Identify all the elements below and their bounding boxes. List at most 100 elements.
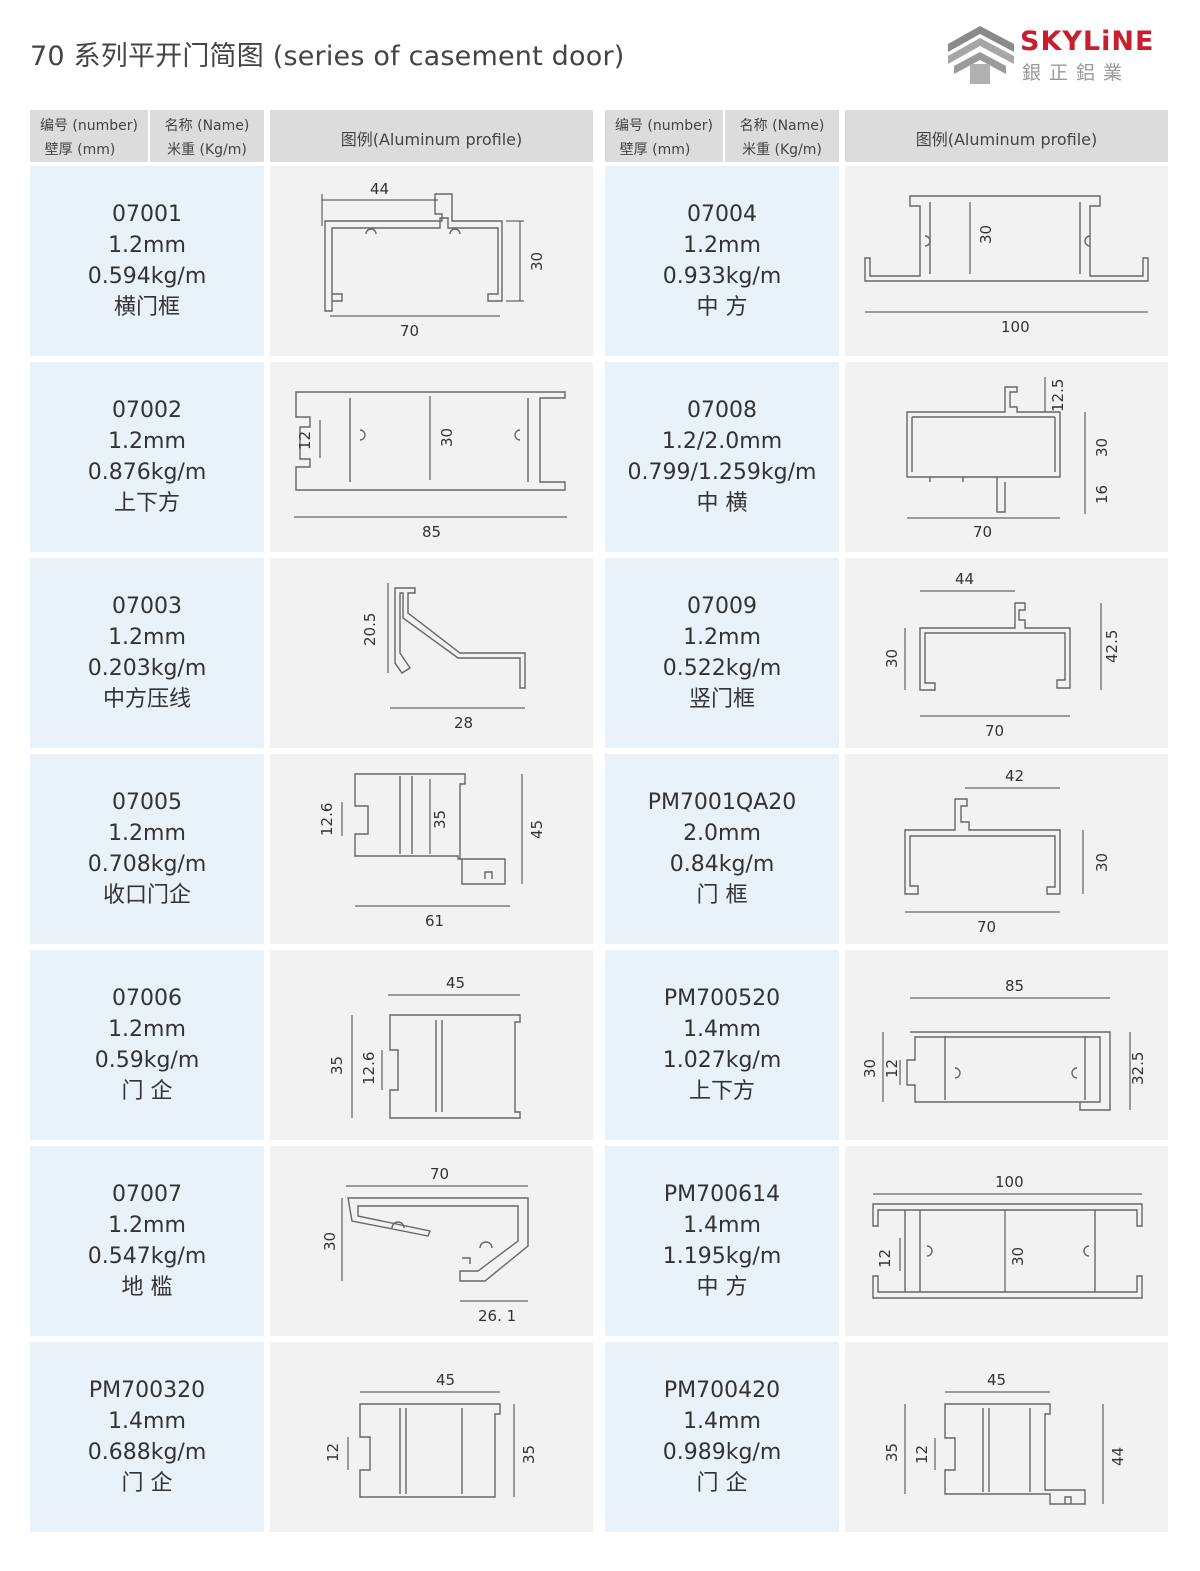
header-figure-label: 图例(Aluminum profile) <box>915 130 1098 149</box>
dimension-label: 20.5 <box>361 613 379 646</box>
dimension-label: 30 <box>977 225 995 244</box>
profile-row: PM700420 1.4mm 0.989kg/m 门 企 <box>605 1342 1168 1532</box>
profile-thickness: 1.2mm <box>683 233 761 258</box>
dimension-label: 30 <box>1009 1247 1027 1266</box>
header-figure: 图例(Aluminum profile) <box>270 110 593 162</box>
dimension-label: 12.5 <box>1049 379 1067 412</box>
profile-info: 07009 1.2mm 0.522kg/m 竖门框 <box>605 558 839 748</box>
dimension-label: 12.6 <box>360 1052 378 1085</box>
dimension-label: 85 <box>1005 977 1024 995</box>
profile-info: PM700420 1.4mm 0.989kg/m 门 企 <box>605 1342 839 1532</box>
profile-weight: 1.027kg/m <box>662 1048 782 1073</box>
profile-info: 07006 1.2mm 0.59kg/m 门 企 <box>30 950 264 1140</box>
dimension-label: 26. 1 <box>478 1307 516 1325</box>
dimension-label: 35 <box>328 1056 346 1075</box>
profile-thickness: 1.4mm <box>683 1213 761 1238</box>
profile-thickness: 1.2mm <box>108 1017 186 1042</box>
profile-number: PM700520 <box>663 986 781 1011</box>
dimension-label: 70 <box>977 918 996 936</box>
profile-drawing: 42 30 70 <box>845 754 1168 944</box>
profile-info: PM700614 1.4mm 1.195kg/m 中 方 <box>605 1146 839 1336</box>
dimension-label: 30 <box>438 428 456 447</box>
profile-row: PM700320 1.4mm 0.688kg/m 门 企 45 <box>30 1342 593 1532</box>
dimension-label: 30 <box>528 252 546 271</box>
header-name-label: 名称 (Name) <box>164 118 250 134</box>
dimension-label: 70 <box>430 1165 449 1183</box>
profile-drawing: 12 30 85 <box>270 362 593 552</box>
profile-number: 07006 <box>112 986 182 1011</box>
profile-name: 上下方 <box>688 1079 755 1104</box>
profile-weight: 0.84kg/m <box>669 852 775 877</box>
profile-weight: 1.195kg/m <box>662 1244 782 1269</box>
dimension-label: 30 <box>1093 438 1111 457</box>
dimension-label: 45 <box>446 974 465 992</box>
profile-thickness: 1.4mm <box>108 1409 186 1434</box>
profile-name: 门 企 <box>121 1471 173 1496</box>
profile-thickness: 1.4mm <box>683 1409 761 1434</box>
logo-mark-icon <box>948 26 1014 84</box>
profile-row: 07007 1.2mm 0.547kg/m 地 槛 70 <box>30 1146 593 1336</box>
profile-info: 07001 1.2mm 0.594kg/m 横门框 <box>30 166 264 356</box>
profile-number: PM7001QA20 <box>647 790 797 815</box>
profile-drawing: 100 12 30 <box>845 1146 1168 1336</box>
dimension-label: 12 <box>913 1445 931 1464</box>
profile-drawing: 12.5 30 16 70 <box>845 362 1168 552</box>
dimension-label: 85 <box>422 523 441 541</box>
profile-drawing: 44 30 42.5 70 <box>845 558 1168 748</box>
profile-info: PM7001QA20 2.0mm 0.84kg/m 门 框 <box>605 754 839 944</box>
header-number-label: 编号 (number) <box>39 118 138 134</box>
dimension-label: 42.5 <box>1103 630 1121 663</box>
profile-name: 竖门框 <box>688 687 755 712</box>
profile-drawing: 70 30 26. 1 <box>270 1146 593 1336</box>
dimension-label: 61 <box>425 912 444 930</box>
dimension-label: 32.5 <box>1129 1052 1147 1085</box>
header-number-label: 编号 (number) <box>614 118 713 134</box>
profile-thickness: 1.2mm <box>108 1213 186 1238</box>
profile-row: 07006 1.2mm 0.59kg/m 门 企 45 35 <box>30 950 593 1140</box>
profile-row: 07009 1.2mm 0.522kg/m 竖门框 44 30 42.5 <box>605 558 1168 748</box>
profile-info: 07007 1.2mm 0.547kg/m 地 槛 <box>30 1146 264 1336</box>
header-weight-label: 米重 (Kg/m) <box>742 142 822 158</box>
profile-info: 07008 1.2/2.0mm 0.799/1.259kg/m 中 横 <box>605 362 839 552</box>
brand-logo: SKYLiNE 銀正鋁業 <box>944 22 1164 88</box>
dimension-label: 12.6 <box>318 803 336 836</box>
brand-wordmark: SKYLiNE <box>1020 26 1155 57</box>
dimension-label: 35 <box>520 1445 538 1464</box>
profile-number: 07008 <box>687 398 757 423</box>
profile-name: 中 方 <box>696 295 748 320</box>
dimension-label: 44 <box>955 570 974 588</box>
profile-thickness: 1.2mm <box>108 233 186 258</box>
profile-row: 07001 1.2mm 0.594kg/m 横门框 <box>30 166 593 356</box>
dimension-label: 45 <box>528 820 546 839</box>
profile-number: 07009 <box>687 594 757 619</box>
dimension-label: 30 <box>1093 853 1111 872</box>
profile-info: 07004 1.2mm 0.933kg/m 中 方 <box>605 166 839 356</box>
profile-info: 07002 1.2mm 0.876kg/m 上下方 <box>30 362 264 552</box>
dimension-label: 45 <box>436 1371 455 1389</box>
profile-weight: 0.594kg/m <box>87 264 207 289</box>
dimension-label: 28 <box>454 714 473 732</box>
header-figure: 图例(Aluminum profile) <box>845 110 1168 162</box>
dimension-label: 30 <box>883 649 901 668</box>
profile-drawing: 12.6 35 45 61 <box>270 754 593 944</box>
header-number-thickness: 编号 (number) 壁厚 (mm) <box>30 110 148 162</box>
dimension-label: 35 <box>431 810 449 829</box>
profile-row: PM700520 1.4mm 1.027kg/m 上下方 <box>605 950 1168 1140</box>
profile-weight: 0.989kg/m <box>662 1440 782 1465</box>
profile-name: 门 企 <box>696 1471 748 1496</box>
profile-name: 上下方 <box>113 491 180 516</box>
profile-row: 07003 1.2mm 0.203kg/m 中方压线 20.5 28 <box>30 558 593 748</box>
profile-row: 07002 1.2mm 0.876kg/m 上下方 <box>30 362 593 552</box>
dimension-label: 44 <box>1109 1447 1127 1466</box>
profile-number: 07005 <box>112 790 182 815</box>
brand-subtitle: 銀正鋁業 <box>1022 62 1131 84</box>
profile-thickness: 2.0mm <box>683 821 761 846</box>
profile-name: 地 槛 <box>121 1275 173 1300</box>
profile-drawing: 45 12 35 <box>270 1342 593 1532</box>
dimension-label: 100 <box>995 1173 1024 1191</box>
profile-row: 07008 1.2/2.0mm 0.799/1.259kg/m 中 横 <box>605 362 1168 552</box>
profile-thickness: 1.2/2.0mm <box>661 429 783 454</box>
profile-row: PM700614 1.4mm 1.195kg/m 中 方 <box>605 1146 1168 1336</box>
dimension-label: 16 <box>1093 485 1111 504</box>
profile-weight: 0.876kg/m <box>87 460 207 485</box>
